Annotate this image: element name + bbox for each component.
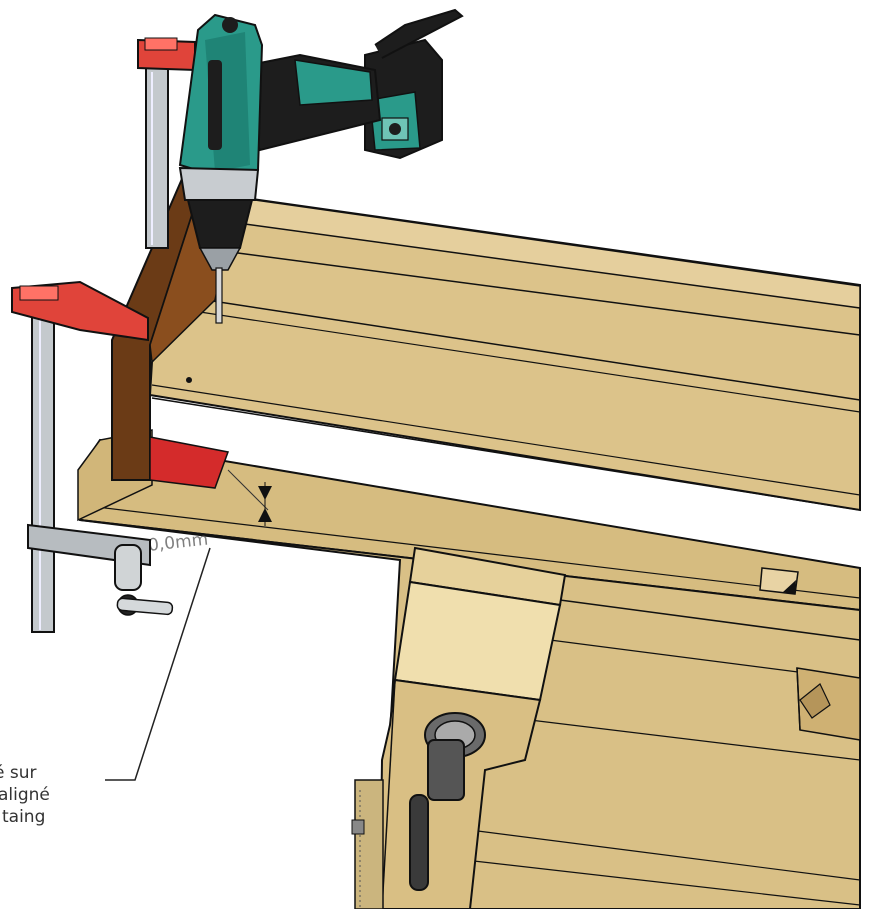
left-clamp-handle bbox=[116, 597, 174, 616]
drill-chuck bbox=[178, 166, 260, 201]
callout-text: é sur aligné taing bbox=[0, 762, 50, 828]
drill-bit bbox=[215, 267, 223, 324]
red-marker-block bbox=[149, 436, 230, 489]
cordless-drill bbox=[178, 8, 464, 324]
callout-line-1: é sur bbox=[0, 763, 37, 783]
vise-handle bbox=[409, 794, 429, 891]
left-clamp bbox=[11, 280, 174, 633]
left-clamp-screw bbox=[114, 544, 142, 591]
back-clamp-bar bbox=[145, 67, 169, 249]
drill-hole-mark bbox=[186, 377, 192, 383]
callout-line-2: aligné bbox=[0, 785, 50, 805]
back-clamp bbox=[137, 37, 196, 249]
vise-block bbox=[351, 546, 567, 909]
left-clamp-bar bbox=[31, 309, 55, 633]
callout-line-3: taing bbox=[2, 807, 46, 827]
vise-screw bbox=[427, 739, 465, 801]
callout-leader-line bbox=[105, 547, 211, 781]
vise-side-rail bbox=[354, 779, 384, 909]
